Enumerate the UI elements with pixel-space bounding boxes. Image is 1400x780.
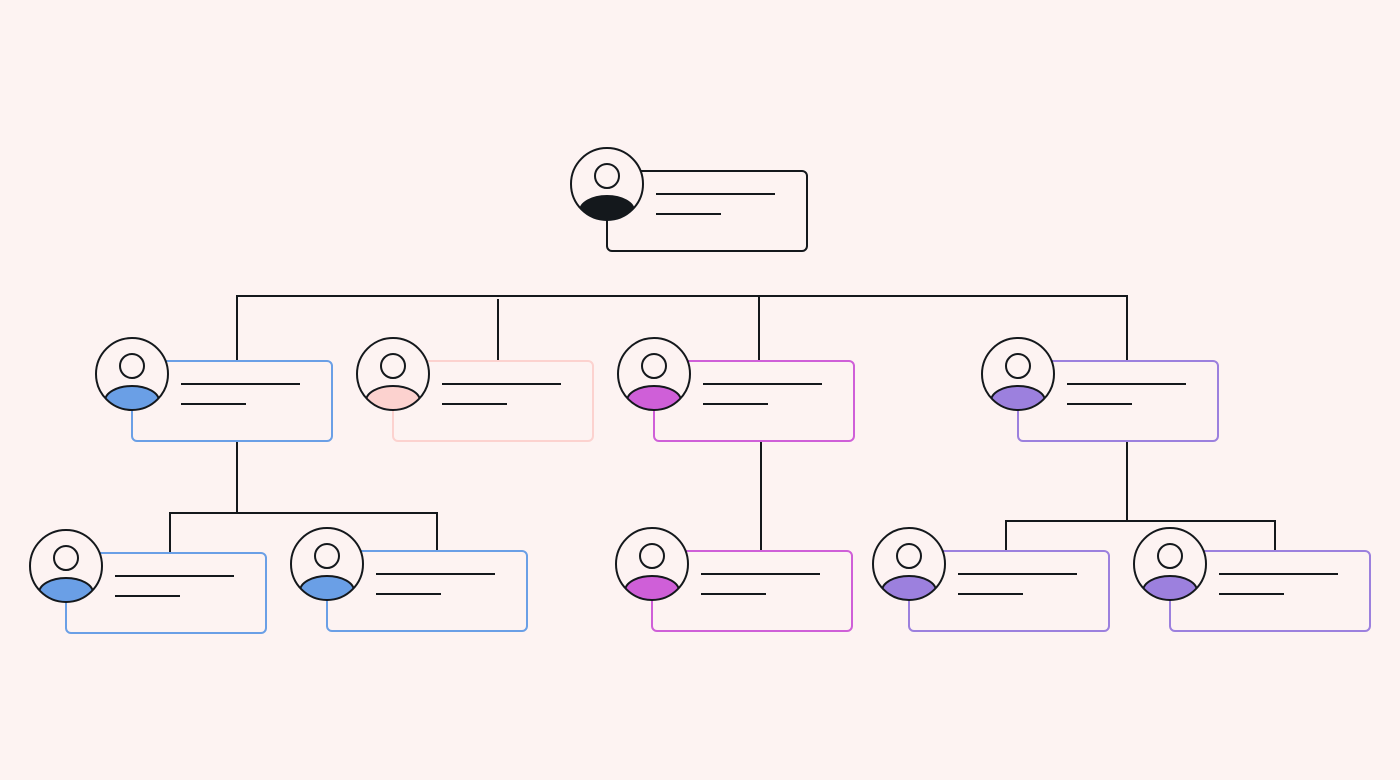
avatar-head bbox=[641, 353, 667, 379]
avatar-ring bbox=[570, 147, 644, 221]
avatar-ring bbox=[1133, 527, 1207, 601]
level-2-node-4[interactable] bbox=[872, 527, 1110, 632]
person-avatar-icon bbox=[290, 527, 364, 601]
level-1-node-4[interactable] bbox=[981, 337, 1219, 442]
avatar-ring bbox=[95, 337, 169, 411]
avatar-ring bbox=[356, 337, 430, 411]
connector-lines bbox=[169, 295, 1276, 553]
avatar-head bbox=[1157, 543, 1183, 569]
avatar-head bbox=[53, 545, 79, 571]
avatar-head bbox=[1005, 353, 1031, 379]
avatar-head bbox=[896, 543, 922, 569]
avatar-ring bbox=[981, 337, 1055, 411]
person-avatar-icon bbox=[570, 147, 644, 221]
level-2-node-1[interactable] bbox=[29, 529, 267, 634]
avatar-head bbox=[594, 163, 620, 189]
avatar-head bbox=[639, 543, 665, 569]
avatar-head bbox=[119, 353, 145, 379]
org-nodes bbox=[29, 147, 1371, 634]
avatar-head bbox=[314, 543, 340, 569]
lavender-bus-line bbox=[1005, 520, 1276, 551]
avatar-ring bbox=[290, 527, 364, 601]
avatar-ring bbox=[872, 527, 946, 601]
level-2-node-3[interactable] bbox=[615, 527, 853, 632]
root-bus-line bbox=[236, 295, 1128, 361]
avatar-ring bbox=[617, 337, 691, 411]
root-node[interactable] bbox=[570, 147, 808, 252]
blue-bus-line bbox=[169, 512, 438, 553]
avatar-head bbox=[380, 353, 406, 379]
level-2-node-2[interactable] bbox=[290, 527, 528, 632]
level-1-node-1[interactable] bbox=[95, 337, 333, 442]
avatar-ring bbox=[29, 529, 103, 603]
avatar-ring bbox=[615, 527, 689, 601]
